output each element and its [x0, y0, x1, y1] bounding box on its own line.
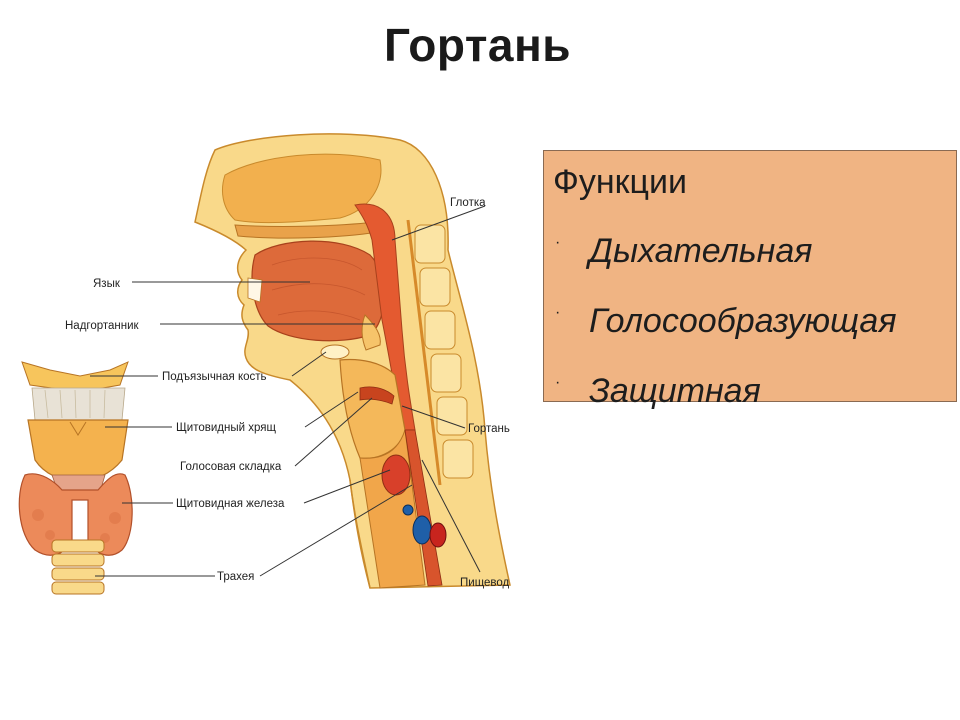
larynx-shape	[339, 358, 406, 459]
bullet-icon: ·	[555, 374, 561, 392]
function-item-label: Дыхательная	[589, 232, 813, 270]
label-hyoid: Подъязычная кость	[162, 371, 267, 383]
function-item-label: Голосообразующая	[589, 302, 897, 340]
gland-texture-3	[45, 530, 55, 540]
leader-lines	[90, 205, 486, 577]
vessel-small	[402, 504, 414, 516]
frontal-thyroid-cartilage	[27, 419, 129, 483]
frontal-trachea	[51, 539, 105, 595]
function-item-voice: · Голосообразующая	[555, 302, 896, 341]
bullet-icon: ·	[555, 234, 561, 252]
label-larynx: Гортань	[468, 423, 510, 435]
functions-heading: Функции	[553, 163, 687, 201]
teeth	[247, 277, 263, 303]
frontal-larynx-view	[18, 361, 133, 595]
frontal-hyoid	[21, 361, 129, 393]
hyoid-bone	[320, 344, 350, 360]
label-trachea: Трахея	[217, 571, 254, 583]
vessel-red	[429, 522, 447, 548]
larynx-anatomy-diagram: Язык Надгортанник Подъязычная кость Щито…	[10, 130, 530, 600]
label-thyroid-gland: Щитовидная железа	[176, 498, 285, 510]
neck-edge	[349, 479, 371, 589]
page-title: Гортань	[383, 19, 572, 71]
label-esophagus: Пищевод	[460, 577, 510, 589]
label-thyroid-cartilage: Щитовидный хрящ	[176, 422, 276, 434]
function-item-label: Защитная	[589, 372, 761, 410]
vessel-blue	[412, 515, 432, 545]
gland-texture-2	[109, 512, 121, 524]
label-tongue: Язык	[93, 278, 121, 290]
membrane-fibers	[44, 389, 106, 419]
function-item-protective: · Защитная	[555, 372, 761, 411]
function-item-breathing: · Дыхательная	[555, 232, 812, 271]
nasal-cavity	[222, 153, 382, 224]
vocal-fold-shape	[359, 386, 395, 405]
bullet-icon: ·	[555, 304, 561, 322]
gland-texture-1	[32, 509, 44, 521]
vertebral-column	[406, 219, 474, 486]
label-epiglottis: Надгортанник	[65, 320, 140, 332]
functions-panel	[543, 150, 957, 402]
label-pharynx: Глотка	[450, 197, 486, 209]
thyroid-notch	[69, 421, 87, 436]
sagittal-head-section	[194, 133, 511, 589]
label-vocal-fold: Голосовая складка	[180, 461, 282, 473]
tongue-muscle-lines	[271, 257, 366, 321]
frontal-membrane	[31, 387, 126, 421]
